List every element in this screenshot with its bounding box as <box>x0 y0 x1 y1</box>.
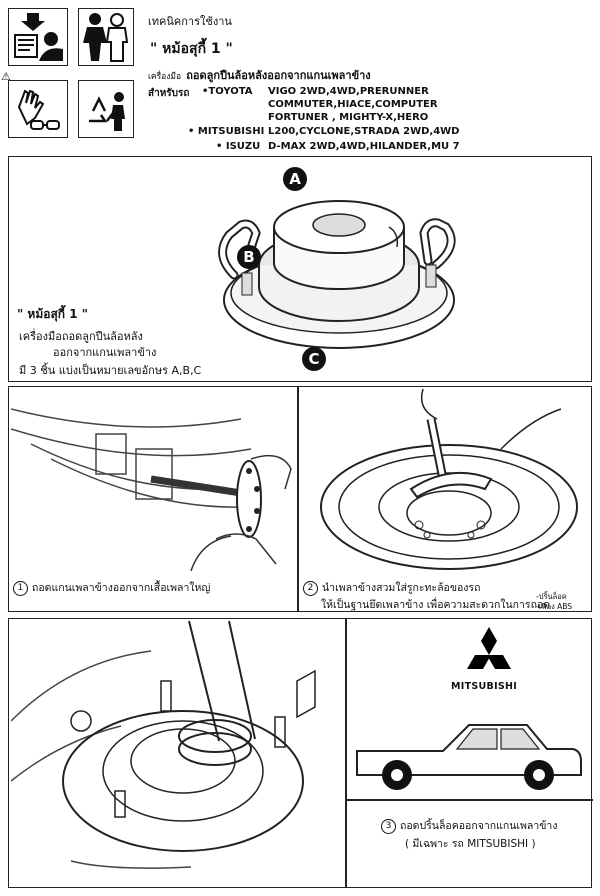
mitsubishi-logo-text: MITSUBISHI <box>451 681 518 692</box>
tool-prefix: เครื่องมือ <box>148 72 182 82</box>
step2-note2: -เฟือง ABS <box>536 602 573 611</box>
step2-note1: -ปริ้นล็อค <box>536 592 567 601</box>
mitsubishi-logo-icon <box>467 627 511 669</box>
vehicle-brand: •TOYOTA <box>202 86 253 97</box>
gloves-goggles-icon <box>17 89 60 130</box>
vehicle-models: D-MAX 2WD,4WD,HILANDER,MU 7 <box>268 141 460 152</box>
step3-hub-illustration <box>11 621 316 869</box>
part-b-badge: B <box>237 245 261 269</box>
for-label: สำหรับรถ <box>148 88 190 99</box>
recycle-icon-box <box>78 80 134 138</box>
read-manual-icon <box>14 13 63 61</box>
step2-text: นำเพลาข้างสวมใส่รูกะทะล้อของรถ <box>322 582 481 594</box>
step3-number: 3 <box>381 818 396 834</box>
vehicle-models: L200,CYCLONE,STRADA 2WD,4WD <box>268 126 460 137</box>
vehicle-brand: • MITSUBISHI <box>188 126 265 137</box>
steps-panel-top: 1 ถอดแกนเพลาข้างออกจากเสื้อเพลาใหญ่ 2 นำเพ… <box>8 386 592 612</box>
read-manual-icon-box <box>8 8 68 66</box>
part-c-badge: C <box>302 347 326 371</box>
tool-line: เครื่องมือ ถอดลูกปืนล้อหลังออกจากแกนเพลา… <box>148 64 371 84</box>
step2-illustration <box>320 389 578 570</box>
tool-illustration <box>218 200 456 349</box>
step2-caption: 2 นำเพลาข้างสวมใส่รูกะทะล้อของรถ <box>303 579 480 596</box>
step3-text: ถอดปริ้นล็อคออกจากแกนเพลาข้าง <box>400 820 558 832</box>
tool-desc: ถอดลูกปืนล้อหลังออกจากแกนเพลาข้าง <box>186 69 371 82</box>
protective-gear-icon-box <box>78 8 134 66</box>
step1-illustration <box>11 408 292 571</box>
recycle-icon <box>89 92 125 131</box>
panel-line3: มี 3 ชิ้น แบ่งเป็นหมายเลขอักษร A,B,C <box>19 364 202 377</box>
step2-number: 2 <box>303 580 318 596</box>
step1-caption: 1 ถอดแกนเพลาข้างออกจากเสื้อเพลาใหญ่ <box>13 579 210 596</box>
section-label: เทคนิคการใช้งาน <box>148 15 232 28</box>
panel-line1: เครื่องมือถอดลูกปืนล้อหลัง <box>19 330 143 343</box>
vehicle-models: COMMUTER,HIACE,COMPUTER <box>268 99 438 110</box>
protective-gear-icon <box>83 13 129 62</box>
step2-text2: ให้เป็นฐานยึดเพลาข้าง เพื่อความสะดวกในกา… <box>321 599 551 611</box>
product-panel: A B C " หม้อสุกี้ 1 " เครื่องมือถอดลูกปื… <box>8 156 592 382</box>
steps-panel-bottom: MITSUBISHI 3 ถอดปริ้นล็อคออกจากแกนเพลาข้า… <box>8 618 593 888</box>
step1-number: 1 <box>13 580 28 596</box>
panel-line2: ออกจากแกนเพลาข้าง <box>53 346 157 359</box>
part-a-badge: A <box>283 167 307 191</box>
step1-text: ถอดแกนเพลาข้างออกจากเสื้อเพลาใหญ่ <box>32 582 211 594</box>
pickup-truck-illustration <box>356 724 582 790</box>
panel-title: " หม้อสุกี้ 1 " <box>17 307 89 321</box>
warning-icon: ⚠ <box>1 70 11 83</box>
product-name: " หม้อสุกี้ 1 " <box>150 41 233 57</box>
vehicle-models: FORTUNER , MIGHTY-X,HERO <box>268 112 429 123</box>
step3-text2: ( มีเฉพาะ รถ MITSUBISHI ) <box>405 838 536 850</box>
step3-caption: 3 ถอดปริ้นล็อคออกจากแกนเพลาข้าง <box>381 817 557 834</box>
vehicle-models: VIGO 2WD,4WD,PRERUNNER <box>268 86 429 97</box>
gloves-goggles-icon-box <box>8 80 68 138</box>
vehicle-brand: • ISUZU <box>216 141 261 152</box>
